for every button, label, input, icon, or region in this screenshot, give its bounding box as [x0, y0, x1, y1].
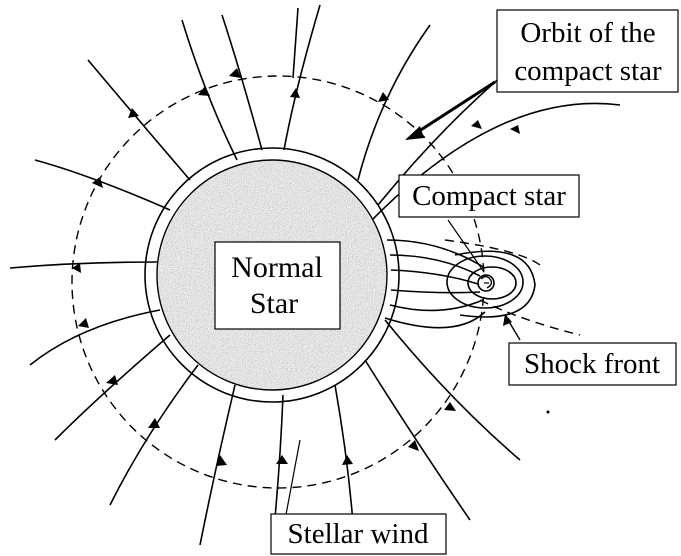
orbit-label-box: [496, 9, 679, 93]
wind-line: [29, 309, 161, 366]
stellar-wind-pointer: [284, 439, 301, 521]
compact-star-label: Compact star: [412, 180, 566, 212]
wind-line: [384, 319, 521, 461]
wind-line: [109, 364, 199, 506]
stellar-wind-label: Stellar wind: [288, 518, 429, 550]
wind-line: [292, 7, 299, 79]
orbit-continuation: [444, 239, 541, 266]
orbit-pointer-head: [405, 126, 424, 140]
orbit-label-line1: Orbit of the: [520, 17, 655, 49]
wind-line: [54, 334, 171, 441]
wind-line: [9, 261, 159, 269]
shock-pointer: [507, 319, 521, 341]
stellar-wind-label-box: [270, 513, 447, 555]
shock-front-label-box: [508, 342, 677, 386]
orbit-pointer: [412, 80, 496, 137]
wind-line: [87, 59, 191, 181]
normal-star-label-box: [214, 241, 341, 330]
wind-line: [221, 14, 263, 151]
wind-line: [34, 159, 171, 211]
orbit-label-line2: compact star: [514, 55, 662, 87]
normal-star-label-line2: Star: [250, 287, 298, 320]
compact-star-label-box: [398, 174, 580, 218]
speck: [546, 410, 550, 414]
orbit-continuation-lower: [479, 299, 581, 336]
stellar-wind-lines: [9, 4, 621, 551]
shock-front-curves: [446, 250, 536, 318]
wind-arrowheads: [72, 68, 520, 466]
wind-line: [283, 4, 321, 151]
compact-pointer: [447, 219, 485, 273]
wind-line: [199, 384, 236, 546]
wind-line: [364, 359, 471, 521]
shock-front-label: Shock front: [524, 348, 660, 380]
normal-star-label-line1: Normal: [231, 251, 323, 284]
wind-line: [181, 19, 238, 161]
compact-star-icon: [477, 274, 495, 292]
wind-ring: [144, 147, 400, 403]
shock-pointer-head: [503, 314, 512, 326]
